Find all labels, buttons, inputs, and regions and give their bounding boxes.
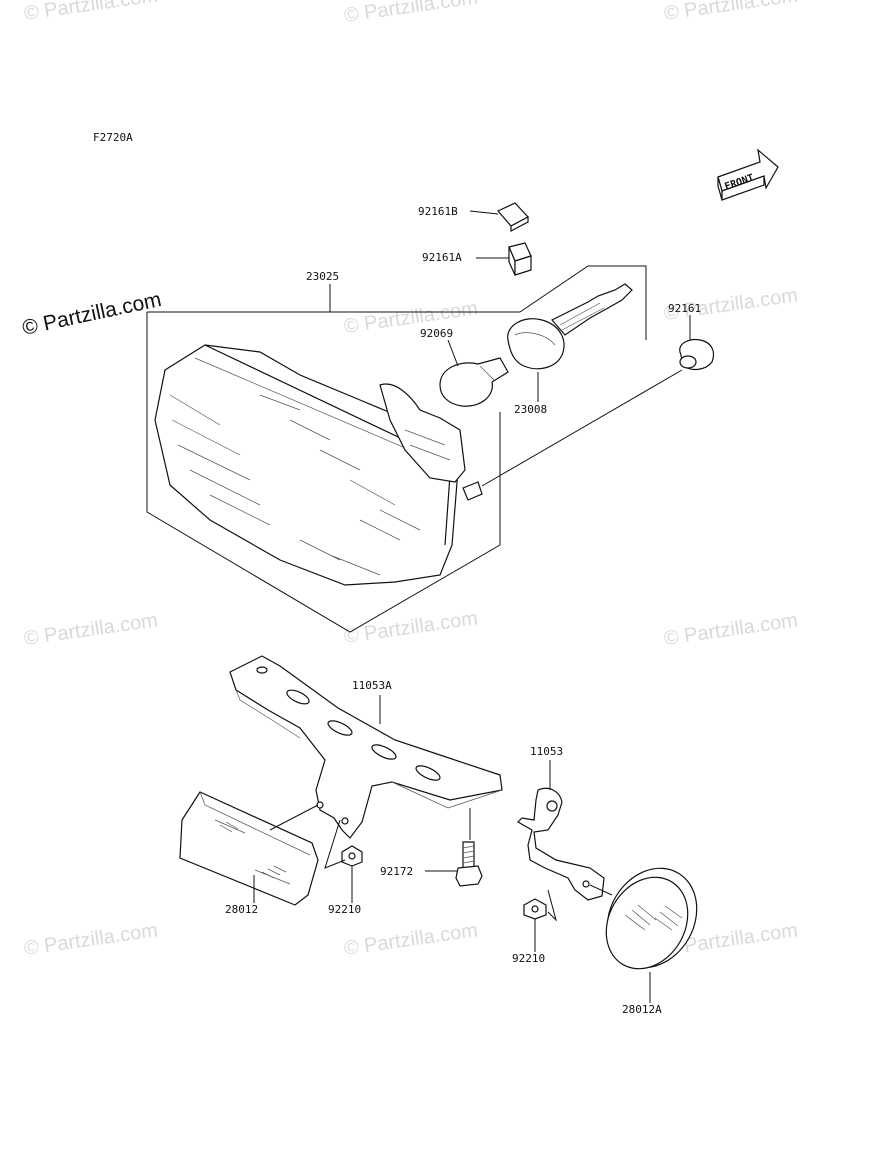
grommet [679, 338, 715, 371]
nut-right [523, 898, 547, 920]
figure-code: F2720A [93, 131, 133, 144]
leader-grommet-housing [481, 369, 683, 487]
leader-nut-right [547, 889, 557, 922]
bracket-11053 [517, 787, 605, 901]
watermark: © Partzilla.com [343, 607, 480, 648]
reflector-round [605, 867, 698, 970]
leader-lines [253, 210, 691, 1003]
bulb-socket [507, 283, 633, 370]
nut-left [341, 845, 363, 867]
part-label-28012a[interactable]: 28012A [622, 1003, 662, 1016]
cap-92161b [497, 202, 529, 232]
part-label-92210-right[interactable]: 92210 [512, 952, 545, 965]
part-label-92161b[interactable]: 92161B [418, 205, 458, 218]
part-label-28012[interactable]: 28012 [225, 903, 258, 916]
watermark: © Partzilla.com [663, 609, 800, 650]
part-label-92161a[interactable]: 92161A [422, 251, 462, 264]
part-labels: 92161B 92161A 23025 92069 23008 92161 11… [225, 205, 701, 1016]
cap-92161a [508, 242, 532, 276]
watermark: © Partzilla.com [343, 919, 480, 960]
watermark: © Partzilla.com [343, 0, 480, 27]
part-label-92069[interactable]: 92069 [420, 327, 453, 340]
part-label-11053[interactable]: 11053 [530, 745, 563, 758]
bolt [455, 841, 483, 887]
watermark: © Partzilla.com [343, 297, 480, 338]
part-label-92210-left[interactable]: 92210 [328, 903, 361, 916]
watermark: © Partzilla.com [23, 609, 160, 650]
bracket-11053a [229, 655, 503, 839]
watermark: © Partzilla.com [23, 0, 160, 25]
part-label-92172[interactable]: 92172 [380, 865, 413, 878]
part-label-23025[interactable]: 23025 [306, 270, 339, 283]
reflector-rectangular [179, 791, 319, 906]
front-arrow-icon: FRONT [717, 148, 779, 201]
leader-reflector-bracket [269, 804, 319, 831]
watermark: © Partzilla.com [663, 0, 800, 25]
part-label-92161[interactable]: 92161 [668, 302, 701, 315]
part-label-11053a[interactable]: 11053A [352, 679, 392, 692]
leader-nut-left [324, 819, 346, 869]
tail-lamp-housing [154, 344, 483, 586]
copyright-text: © Partzilla.com [20, 288, 163, 340]
leader-reflector-round [589, 884, 613, 896]
assembly-outline [146, 265, 647, 633]
part-label-23008[interactable]: 23008 [514, 403, 547, 416]
bulb [439, 357, 509, 407]
watermark: © Partzilla.com [23, 919, 160, 960]
